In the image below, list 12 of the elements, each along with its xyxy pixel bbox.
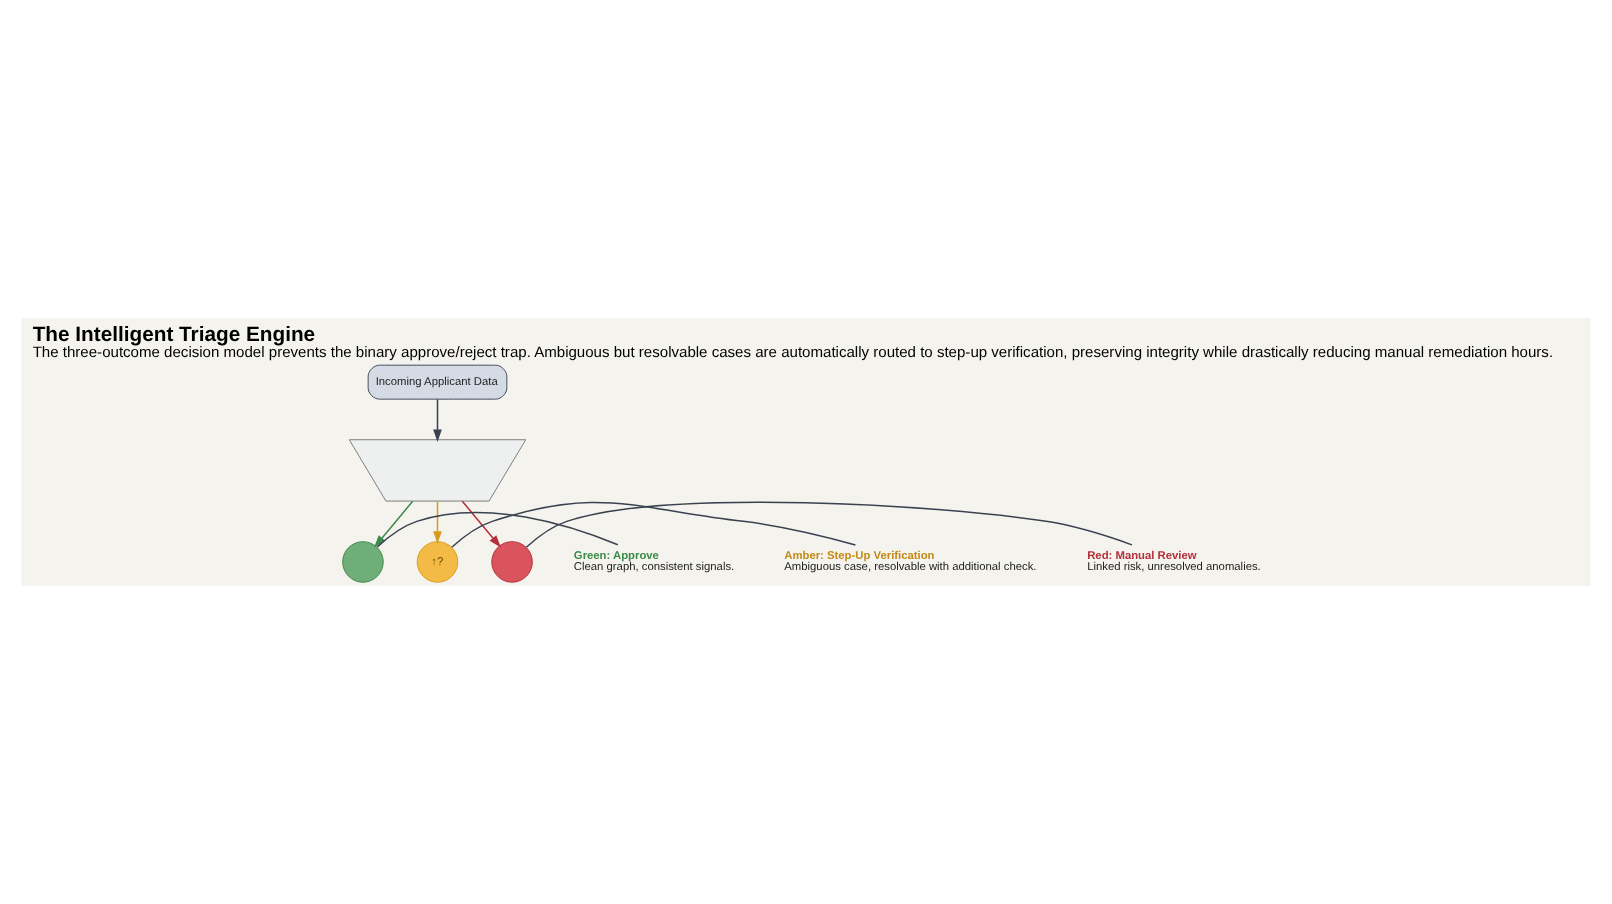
connector bbox=[451, 501, 857, 549]
node-circle bbox=[342, 541, 384, 583]
arrow bbox=[433, 500, 442, 544]
caption: The three-outcome decision model prevents the binary approve/reject trap. Ambiguous but resolvable cases are automatically routed to step-up verification, preserving integrity while drastically reducing manual remediation hours. bbox=[32, 343, 1554, 362]
arrow bbox=[433, 398, 442, 442]
arrow bbox=[461, 500, 501, 548]
node-circle bbox=[491, 541, 533, 583]
arrow bbox=[374, 500, 414, 548]
connector bbox=[376, 511, 619, 548]
connector bbox=[525, 501, 1133, 549]
node-funnel bbox=[348, 439, 527, 502]
diagram-title: The Intelligent Triage Engine bbox=[32, 325, 316, 348]
